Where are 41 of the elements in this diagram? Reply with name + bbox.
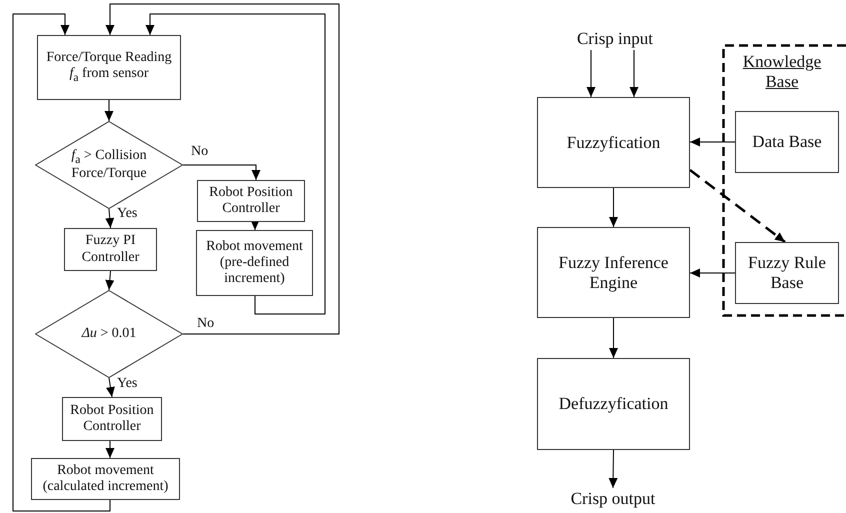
process-box: [537, 358, 690, 450]
box-label: Defuzzyfication: [558, 394, 668, 414]
io-label: Crisp input: [576, 29, 654, 49]
arrow: [690, 138, 736, 146]
arrow: [182, 164, 260, 180]
condition-text: Δu > 0.01: [82, 326, 136, 342]
process-box: [537, 227, 690, 318]
process-box: [62, 397, 162, 441]
io-label: Crisp output: [570, 489, 656, 509]
arrow: [630, 50, 638, 98]
process-box: [31, 458, 180, 500]
arrow: [690, 268, 736, 278]
arrow: [586, 50, 596, 98]
process-box: [197, 180, 305, 222]
arrow: [106, 4, 340, 334]
arrow: [609, 318, 618, 358]
process-box: [537, 97, 690, 188]
process-box: [64, 228, 157, 271]
box-label: Robot Position Controller: [69, 402, 155, 436]
arrow: [105, 208, 114, 228]
arrow: [106, 440, 114, 458]
box-label: Fuzzyfication: [566, 132, 660, 152]
decision-diamond: [35, 121, 183, 209]
process-box: [37, 35, 181, 100]
arrow: [12, 14, 110, 512]
box-label: Robot movement (pre-defined increment): [205, 238, 304, 288]
box-label: Force/Torque Reading f$_{a}$ from sensor: [45, 50, 173, 85]
decision-diamond: [35, 290, 183, 378]
box-label: Fuzzy PI Controller: [80, 233, 140, 266]
box-label: Fuzzy Inference Engine: [558, 252, 670, 292]
box-label: Robot Position Controller: [208, 184, 294, 218]
arrow: [609, 188, 618, 228]
condition-text: f$_{a}$ > Collision Force/Torque: [70, 148, 148, 182]
arrow: [106, 378, 115, 398]
process-box: [196, 230, 313, 296]
arrow: [250, 220, 260, 230]
arrow: [608, 450, 618, 488]
box-label: Robot movement (calculated increment): [42, 462, 170, 496]
arrow: [104, 100, 114, 122]
arrow: [146, 14, 326, 314]
arrow: [105, 270, 114, 290]
